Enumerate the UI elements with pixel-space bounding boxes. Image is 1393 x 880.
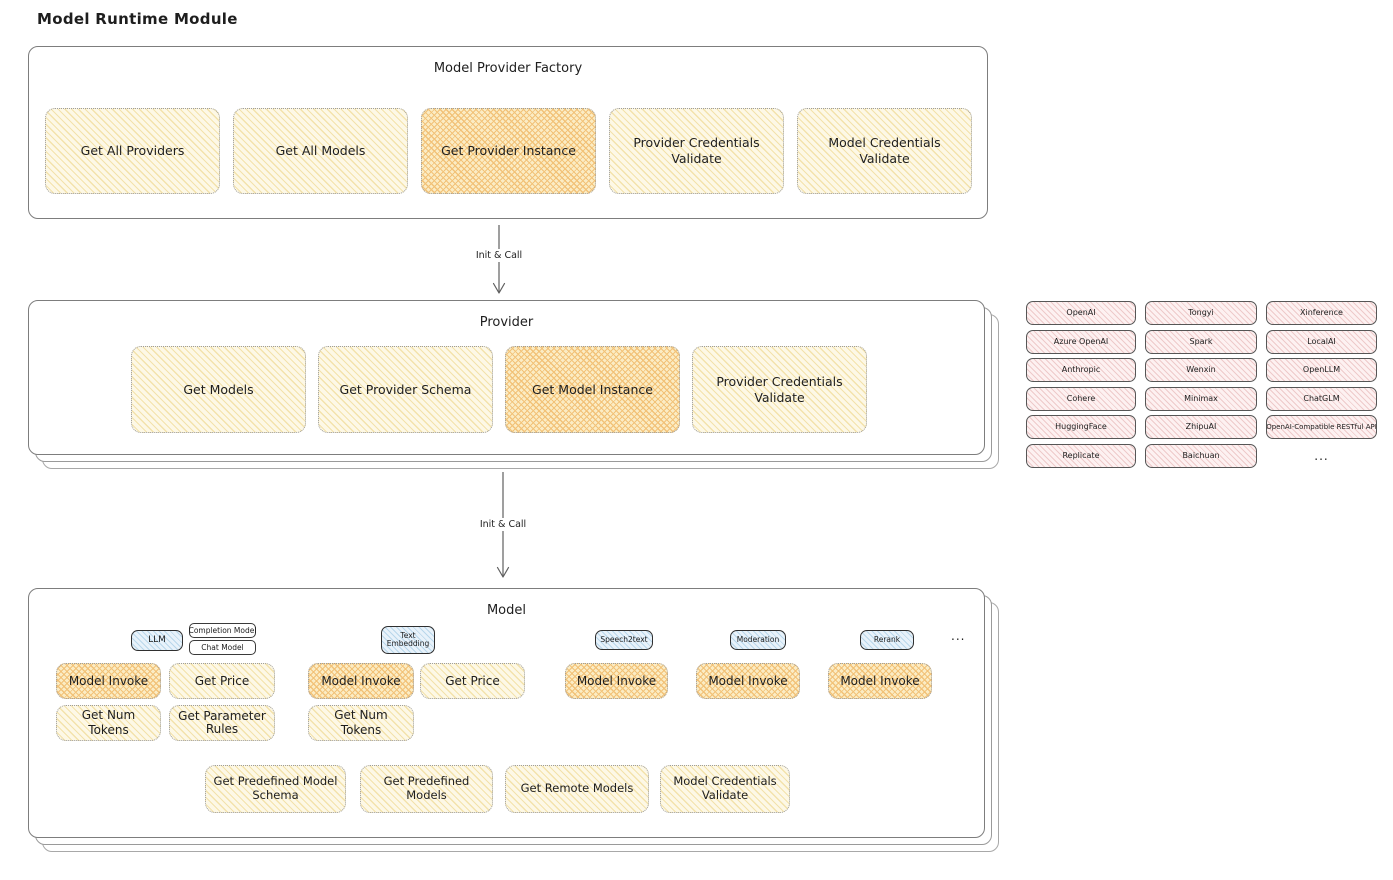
connector-label: Init & Call xyxy=(471,249,527,262)
text-embedding-get-price: Get Price xyxy=(420,663,525,699)
provider-chip: Tongyi xyxy=(1145,301,1257,325)
rerank-model-invoke: Model Invoke xyxy=(828,663,932,699)
model-provider-factory-section: Model Provider Factory Get All Providers… xyxy=(28,46,988,219)
model-type-text-embedding-tag: Text Embedding xyxy=(381,626,435,654)
provider-chip: ChatGLM xyxy=(1266,386,1377,411)
provider-section: Provider Get Models Get Provider Schema … xyxy=(28,300,999,469)
model-type-moderation-tag: Moderation xyxy=(730,630,786,650)
provider-chip: Cohere xyxy=(1026,386,1136,411)
model-type-rerank-tag: Rerank xyxy=(860,630,914,650)
llm-subtype-tags: Completion Model Chat Model xyxy=(189,623,256,655)
factory-model-credentials-validate: Model Credentials Validate xyxy=(797,108,972,194)
provider-provider-credentials-validate: Provider Credentials Validate xyxy=(692,346,867,433)
factory-get-provider-instance: Get Provider Instance xyxy=(421,108,596,194)
factory-section-title: Model Provider Factory xyxy=(433,61,583,76)
init-call-arrow-1: Init & Call xyxy=(439,225,559,295)
provider-get-provider-schema: Get Provider Schema xyxy=(318,346,493,433)
moderation-model-invoke: Model Invoke xyxy=(696,663,800,699)
model-type-speech2text-tag: Speech2text xyxy=(595,630,653,650)
completion-model-tag: Completion Model xyxy=(189,623,256,638)
more-model-types-ellipsis: ... xyxy=(951,629,966,643)
provider-section-title: Provider xyxy=(479,315,534,330)
more-providers-ellipsis: ... xyxy=(1314,448,1329,463)
provider-chip: Wenxin xyxy=(1145,358,1257,382)
factory-provider-credentials-validate: Provider Credentials Validate xyxy=(609,108,784,194)
get-predefined-model-schema: Get Predefined Model Schema xyxy=(205,765,346,813)
model-section: Model LLM Completion Model Chat Model Te… xyxy=(28,588,999,852)
provider-chip: Azure OpenAI xyxy=(1026,329,1136,354)
provider-chip: OpenAI-Compatible RESTful API xyxy=(1266,415,1377,439)
provider-chip: Minimax xyxy=(1145,386,1257,411)
speech2text-model-invoke: Model Invoke xyxy=(565,663,668,699)
provider-chip: LocalAI xyxy=(1266,329,1377,354)
chat-model-tag: Chat Model xyxy=(189,640,256,655)
text-embedding-model-invoke: Model Invoke xyxy=(308,663,414,699)
provider-function-row: Get Models Get Provider Schema Get Model… xyxy=(131,346,867,433)
llm-model-invoke: Model Invoke xyxy=(56,663,161,699)
text-embedding-get-num-tokens: Get Num Tokens xyxy=(308,705,414,741)
provider-chip: Spark xyxy=(1145,329,1257,354)
page-title: Model Runtime Module xyxy=(37,10,238,28)
provider-chip: Replicate xyxy=(1026,443,1136,468)
factory-function-row: Get All Providers Get All Models Get Pro… xyxy=(45,108,972,194)
model-section-title: Model xyxy=(486,603,527,618)
factory-get-all-providers: Get All Providers xyxy=(45,108,220,194)
get-predefined-models: Get Predefined Models xyxy=(360,765,493,813)
supported-providers-grid: OpenAI Tongyi Xinference Azure OpenAI Sp… xyxy=(1026,301,1377,468)
get-remote-models: Get Remote Models xyxy=(505,765,649,813)
llm-get-num-tokens: Get Num Tokens xyxy=(56,705,161,741)
provider-get-model-instance: Get Model Instance xyxy=(505,346,680,433)
provider-chip: Xinference xyxy=(1266,301,1377,325)
provider-chip: HuggingFace xyxy=(1026,415,1136,439)
provider-chip: Anthropic xyxy=(1026,358,1136,382)
model-credentials-validate: Model Credentials Validate xyxy=(660,765,790,813)
llm-get-parameter-rules: Get Parameter Rules xyxy=(169,705,275,741)
provider-chip: OpenAI xyxy=(1026,301,1136,325)
llm-get-price: Get Price xyxy=(169,663,275,699)
init-call-arrow-2: Init & Call xyxy=(443,472,563,579)
connector-label: Init & Call xyxy=(475,518,531,531)
factory-get-all-models: Get All Models xyxy=(233,108,408,194)
provider-card: Provider Get Models Get Provider Schema … xyxy=(28,300,985,455)
provider-chip: Baichuan xyxy=(1145,443,1257,468)
provider-chip: OpenLLM xyxy=(1266,358,1377,382)
provider-chip: ZhipuAI xyxy=(1145,415,1257,439)
provider-get-models: Get Models xyxy=(131,346,306,433)
model-card: Model LLM Completion Model Chat Model Te… xyxy=(28,588,985,838)
model-type-llm-tag: LLM xyxy=(131,630,183,651)
